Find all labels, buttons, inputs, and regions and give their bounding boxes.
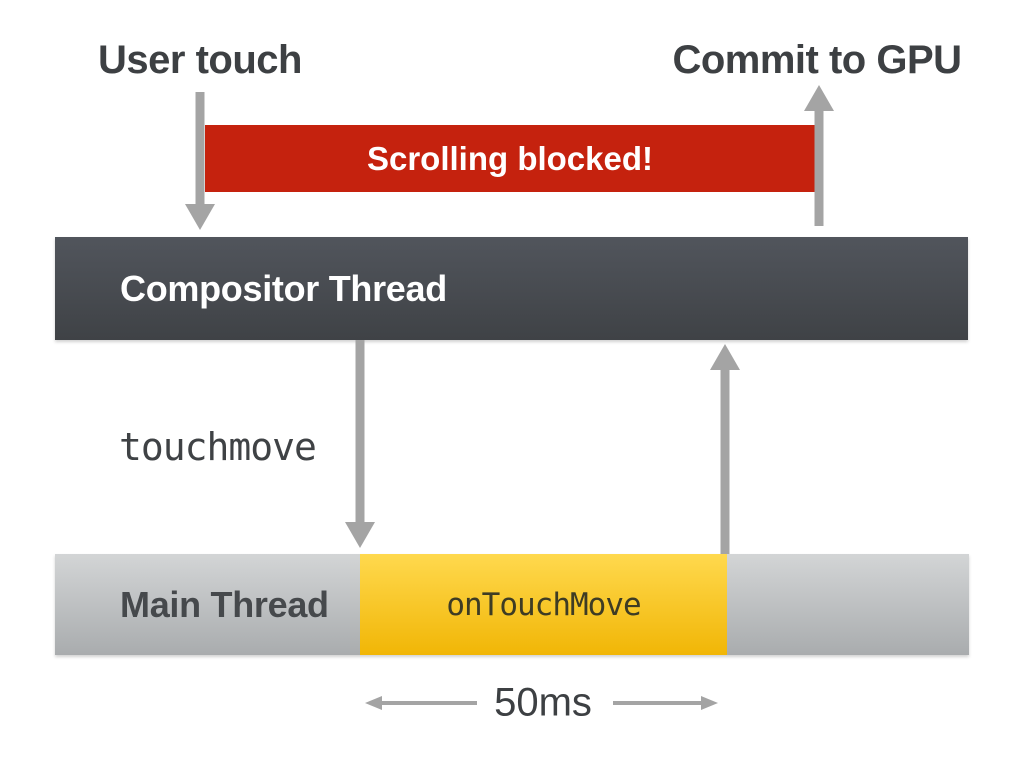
handler-return-arrow-up-icon xyxy=(710,344,740,554)
user-touch-label: User touch xyxy=(98,38,302,82)
arrow-head xyxy=(345,522,375,548)
user-touch-arrow-down-icon xyxy=(185,92,215,230)
arrow-shaft xyxy=(195,92,205,206)
ontouchmove-task-label: onTouchMove xyxy=(446,586,641,623)
duration-label: 50ms xyxy=(494,680,592,725)
arrow-shaft xyxy=(814,109,824,226)
commit-to-gpu-label: Commit to GPU xyxy=(672,38,962,82)
main-thread-bar: onTouchMove Main Thread xyxy=(55,554,969,655)
arrow-head xyxy=(185,204,215,230)
compositor-thread-bar: Compositor Thread xyxy=(55,237,968,340)
duration-arrow-left-icon xyxy=(365,696,477,710)
commit-to-gpu-arrow-up-icon xyxy=(804,85,834,226)
compositor-thread-label: Compositor Thread xyxy=(120,267,447,309)
arrow-head xyxy=(701,696,718,710)
duration-arrow-right-icon xyxy=(613,696,718,710)
ontouchmove-task-block: onTouchMove xyxy=(360,554,727,655)
touchmove-event-label: touchmove xyxy=(119,425,317,469)
arrow-shaft xyxy=(379,701,477,705)
main-thread-label: Main Thread xyxy=(120,583,329,625)
scrolling-blocked-banner: Scrolling blocked! xyxy=(205,125,815,192)
arrow-head xyxy=(804,85,834,111)
touchmove-dispatch-arrow-down-icon xyxy=(345,340,375,548)
arrow-shaft xyxy=(613,701,704,705)
arrow-shaft xyxy=(720,368,730,554)
scrolling-blocked-label: Scrolling blocked! xyxy=(366,139,654,177)
arrow-head xyxy=(365,696,382,710)
arrow-head xyxy=(710,344,740,370)
arrow-shaft xyxy=(355,340,365,524)
